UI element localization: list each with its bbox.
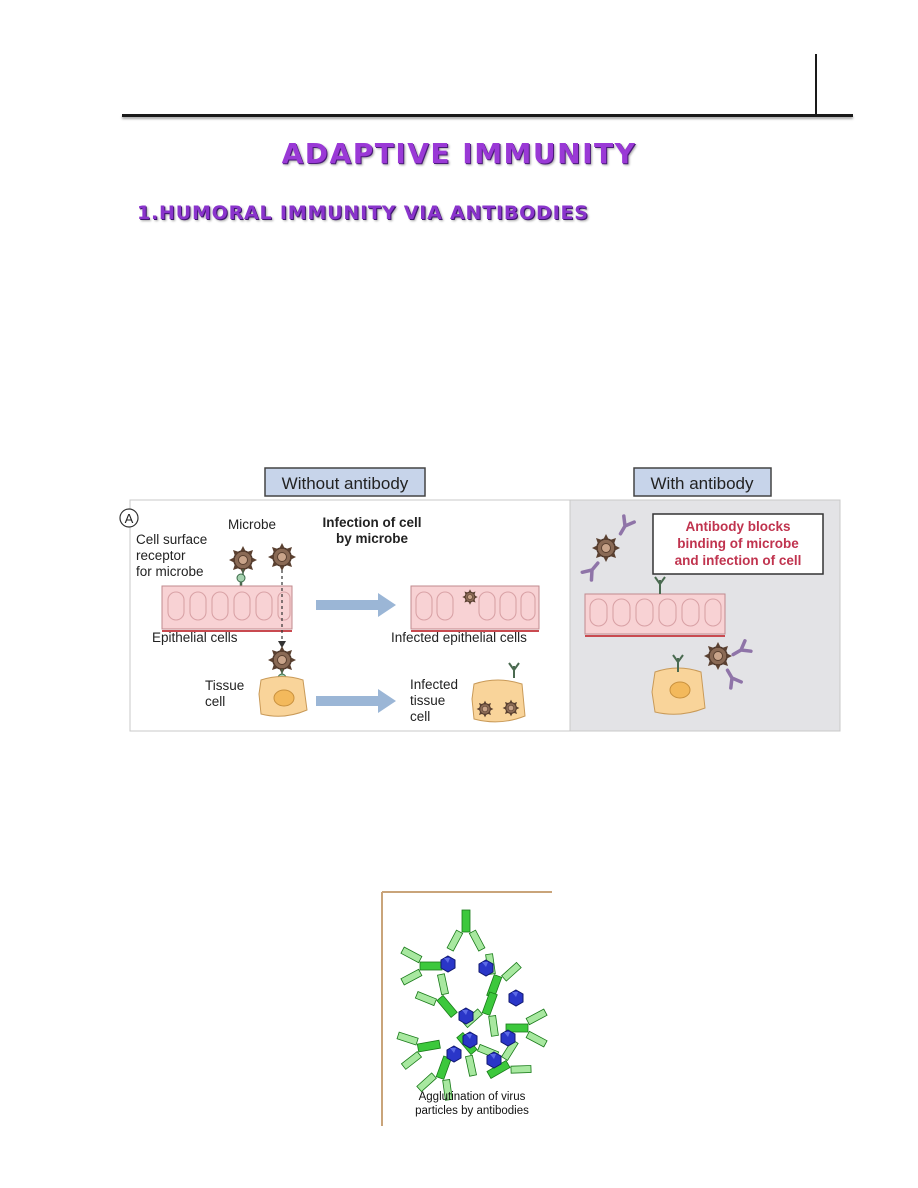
virus-particle-icon (458, 1007, 474, 1025)
microbe-icon (591, 533, 621, 563)
antibody-blocks-box (652, 513, 824, 575)
virus-particle-icon (446, 1045, 462, 1063)
right-arrow-icon (316, 593, 396, 617)
label-receptor-2: receptor (136, 548, 186, 563)
header-vertical-rule (815, 54, 817, 114)
label-infected-epithelial: Infected epithelial cells (391, 630, 527, 645)
receptor-icon (672, 654, 684, 672)
page-title: ADAPTIVE IMMUNITY (281, 137, 637, 170)
microbe-icon (476, 700, 494, 718)
label-receptor-3: for microbe (136, 564, 204, 579)
agglutination-figure: Agglutination of virus particles by anti… (378, 888, 554, 1133)
label-tissue-1: Tissue (205, 678, 244, 693)
right-arrow-icon (316, 689, 396, 713)
with-antibody-header-box (633, 467, 772, 497)
virus-particle-icon (478, 959, 494, 977)
blocks-line-1: Antibody blocks (685, 519, 790, 534)
virus-particle-icon (462, 1031, 478, 1049)
agglutination-caption-1: Agglutination of virus (419, 1091, 526, 1103)
section-heading: 1.HUMORAL IMMUNITY VIA ANTIBODIES (137, 202, 589, 224)
receptor-icon (508, 662, 520, 678)
label-infection-2: by microbe (336, 531, 409, 546)
label-epithelial: Epithelial cells (152, 630, 238, 645)
label-infected-tissue-3: cell (410, 709, 430, 724)
label-microbe: Microbe (228, 517, 276, 532)
agglutination-caption-2: particles by antibodies (415, 1105, 529, 1117)
microbe-icon (703, 641, 733, 671)
virus-particle-icon (440, 955, 456, 973)
label-infection-1: Infection of cell (322, 515, 421, 530)
without-antibody-header: Without antibody (282, 474, 409, 493)
microbe-icon (267, 542, 297, 572)
blocks-line-3: and infection of cell (675, 553, 802, 568)
blocks-line-2: binding of microbe (677, 536, 799, 551)
label-infected-tissue-2: tissue (410, 693, 445, 708)
virus-particle-icon (486, 1051, 502, 1069)
panel-letter: A (125, 511, 134, 526)
microbe-icon (502, 699, 520, 717)
header-rule (122, 114, 853, 117)
without-antibody-header-box (264, 467, 426, 497)
microbe-icon (461, 588, 479, 606)
virus-particle-icon (500, 1029, 516, 1047)
virus-particle-icon (508, 989, 524, 1007)
label-tissue-2: cell (205, 694, 225, 709)
antibody-neutralization-figure: Without antibody With antibody A Microbe… (118, 464, 844, 739)
with-antibody-header: With antibody (651, 474, 754, 493)
label-infected-tissue-1: Infected (410, 677, 458, 692)
receptor-icon (654, 576, 666, 594)
label-receptor-1: Cell surface (136, 532, 207, 547)
